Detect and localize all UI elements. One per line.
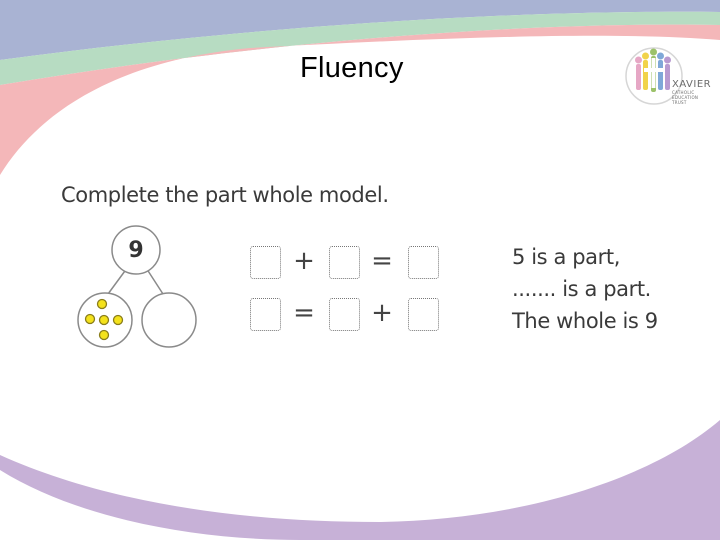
- operator: =: [371, 246, 393, 276]
- whole-circle: [111, 225, 161, 275]
- counter-dot: [84, 313, 96, 325]
- wave-band-green: [0, 11, 720, 85]
- logo-figures-icon: [625, 47, 683, 105]
- wave-band-purple: [0, 420, 720, 540]
- part-circle-right: [141, 292, 197, 348]
- operator: +: [371, 298, 393, 328]
- answer-box[interactable]: [408, 246, 439, 279]
- part-counters: [84, 298, 124, 341]
- answer-box[interactable]: [408, 298, 439, 331]
- logo-subtitle-line: CATHOLIC: [672, 90, 695, 95]
- task-instruction: Complete the part whole model.: [61, 183, 389, 207]
- wave-band-blue: [0, 0, 720, 60]
- whole-value: 9: [128, 238, 144, 263]
- counter-dot: [96, 298, 108, 310]
- logo-subtitle-line: EDUCATION: [672, 95, 699, 100]
- slide-title: Fluency: [300, 52, 404, 84]
- counter-dot: [98, 329, 110, 341]
- answer-box[interactable]: [250, 298, 281, 331]
- answer-box[interactable]: [329, 298, 360, 331]
- statement-line: The whole is 9: [512, 309, 658, 333]
- logo-name: XAVIER: [672, 79, 712, 90]
- counter-dot: [98, 314, 110, 326]
- operator: +: [293, 246, 315, 276]
- counter-dot: [112, 314, 124, 326]
- operator: =: [293, 298, 315, 328]
- answer-box[interactable]: [250, 246, 281, 279]
- statement-line: 5 is a part,: [512, 245, 620, 269]
- part-whole-model: [77, 225, 197, 348]
- statement-line: ....... is a part.: [512, 277, 651, 301]
- logo-subtitle-line: TRUST: [672, 100, 687, 105]
- answer-box[interactable]: [329, 246, 360, 279]
